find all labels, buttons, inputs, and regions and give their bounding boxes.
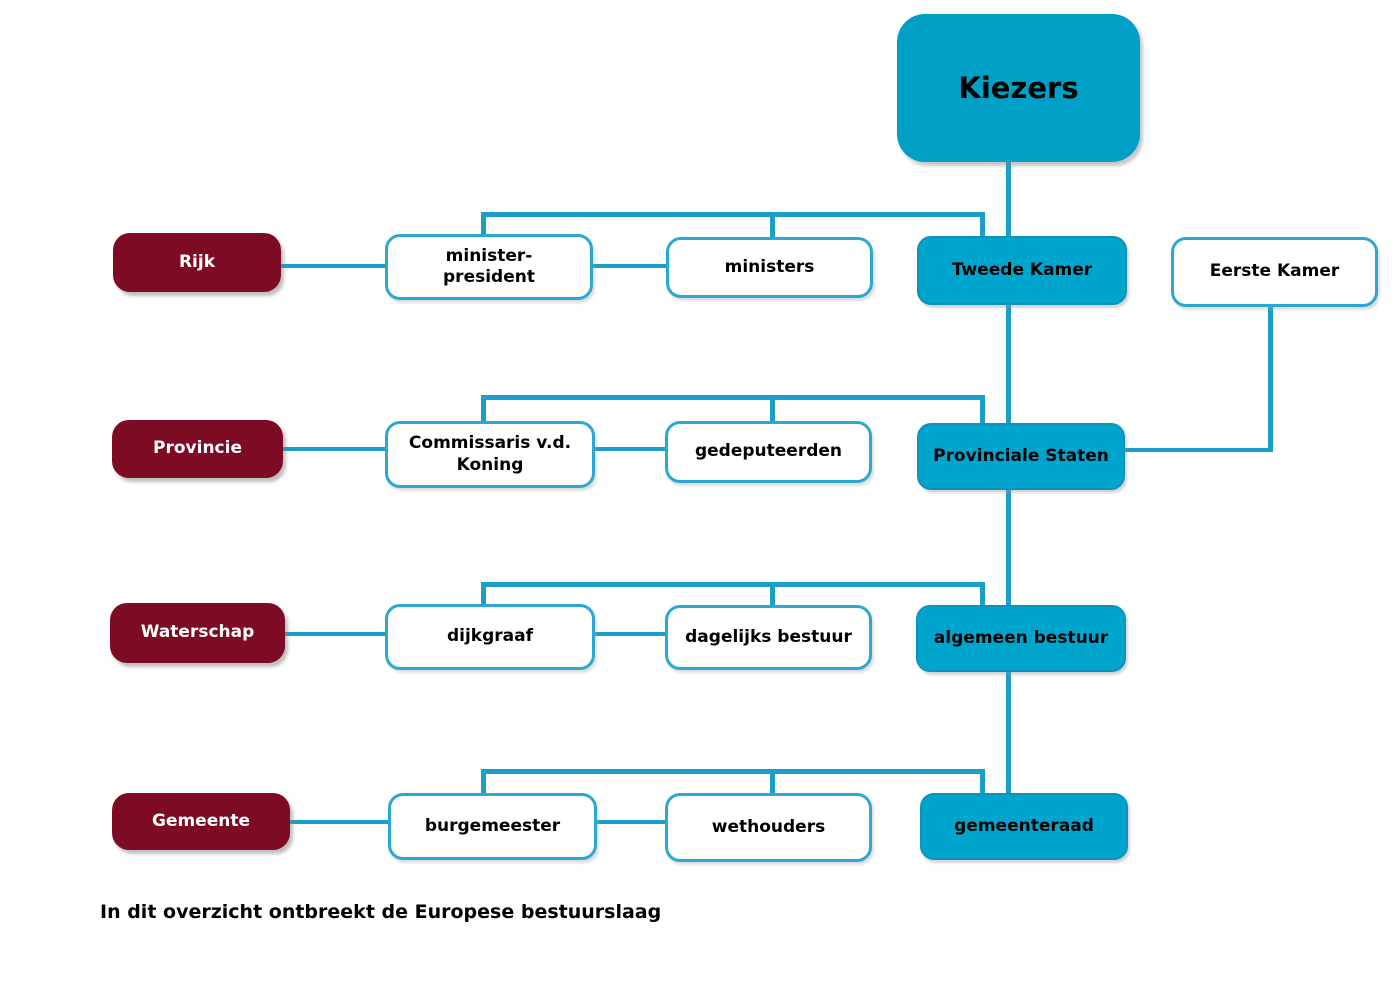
node-ministers-label: ministers [724, 256, 815, 277]
node-burgemeester-label: burgemeester [424, 815, 561, 836]
node-commissaris: Commissaris v.d. Koning [385, 421, 595, 488]
connector-row4-bracket [481, 769, 985, 774]
node-eerste-kamer-label: Eerste Kamer [1209, 261, 1340, 282]
row-label-gemeente-text: Gemeente [151, 810, 250, 831]
node-commissaris-label: Commissaris v.d. Koning [408, 433, 572, 475]
node-kiezers-label: Kiezers [958, 70, 1079, 105]
connector-provincie-commissaris [283, 447, 387, 451]
connector-row1-bracket [481, 212, 985, 217]
connector-row4-stub-wethouders [770, 769, 775, 794]
connector-row4-stub-burgemeester [481, 769, 486, 794]
connector-gemeente-burgemeester [288, 820, 389, 824]
connector-row3-stub-algemeen-bestuur [980, 582, 985, 607]
connector-row2-stub-gedeputeerden [770, 395, 775, 423]
connector-commissaris-gedeputeerden [593, 447, 667, 451]
row-label-rijk-text: Rijk [178, 251, 216, 272]
node-burgemeester: burgemeester [388, 793, 597, 860]
connector-eerste-kamer-vertical [1268, 307, 1273, 452]
connector-row1-stub-tweede-kamer [980, 212, 985, 239]
node-dijkgraaf-label: dijkgraaf [446, 626, 534, 647]
node-gemeenteraad: gemeenteraad [920, 793, 1128, 860]
connector-row3-stub-dagelijks-bestuur [770, 582, 775, 607]
connector-minister-president-ministers [592, 264, 668, 268]
connector-rijk-minister-president [281, 264, 387, 268]
node-wethouders-label: wethouders [711, 816, 826, 837]
node-algemeen-bestuur-label: algemeen bestuur [933, 627, 1109, 648]
node-minister-president-label: minister- president [443, 245, 535, 287]
connector-row3-bracket [481, 582, 985, 587]
row-label-rijk: Rijk [113, 233, 281, 292]
europe-note: In dit overzicht ontbreekt de Europese b… [100, 901, 662, 923]
row-label-waterschap-text: Waterschap [140, 622, 255, 643]
connector-row2-bracket [481, 395, 985, 400]
node-algemeen-bestuur: algemeen bestuur [916, 605, 1126, 672]
connector-row4-stub-gemeenteraad [980, 769, 985, 794]
row-label-gemeente: Gemeente [112, 793, 290, 850]
connector-dijkgraaf-dagelijks-bestuur [593, 632, 667, 636]
node-ministers: ministers [666, 237, 873, 298]
connector-row2-stub-commissaris [481, 395, 486, 423]
node-kiezers: Kiezers [897, 14, 1140, 162]
node-gedeputeerden-label: gedeputeerden [694, 441, 843, 462]
node-minister-president: minister- president [385, 234, 593, 300]
row-label-provincie-text: Provincie [153, 438, 242, 459]
connector-burgemeester-wethouders [595, 820, 667, 824]
node-dagelijks-bestuur-label: dagelijks bestuur [685, 626, 852, 647]
node-provinciale-staten-label: Provinciale Staten [933, 445, 1109, 466]
node-dagelijks-bestuur: dagelijks bestuur [665, 605, 872, 670]
connector-waterschap-dijkgraaf [284, 632, 387, 636]
connector-row3-stub-dijkgraaf [481, 582, 486, 606]
connector-row1-stub-ministers [770, 212, 775, 239]
node-tweede-kamer-label: Tweede Kamer [951, 259, 1093, 280]
node-eerste-kamer: Eerste Kamer [1171, 237, 1378, 307]
node-provinciale-staten: Provinciale Staten [917, 423, 1125, 490]
row-label-waterschap: Waterschap [110, 603, 285, 663]
node-gedeputeerden: gedeputeerden [665, 421, 872, 483]
connector-row1-stub-minister-president [481, 212, 486, 237]
node-gemeenteraad-label: gemeenteraad [954, 815, 1094, 836]
connector-row2-stub-provinciale-staten [980, 395, 985, 425]
node-tweede-kamer: Tweede Kamer [917, 236, 1127, 305]
row-label-provincie: Provincie [112, 420, 283, 478]
connector-provinciale-staten-eerste-kamer [1124, 448, 1273, 452]
node-wethouders: wethouders [665, 793, 872, 862]
node-dijkgraaf: dijkgraaf [385, 604, 595, 670]
